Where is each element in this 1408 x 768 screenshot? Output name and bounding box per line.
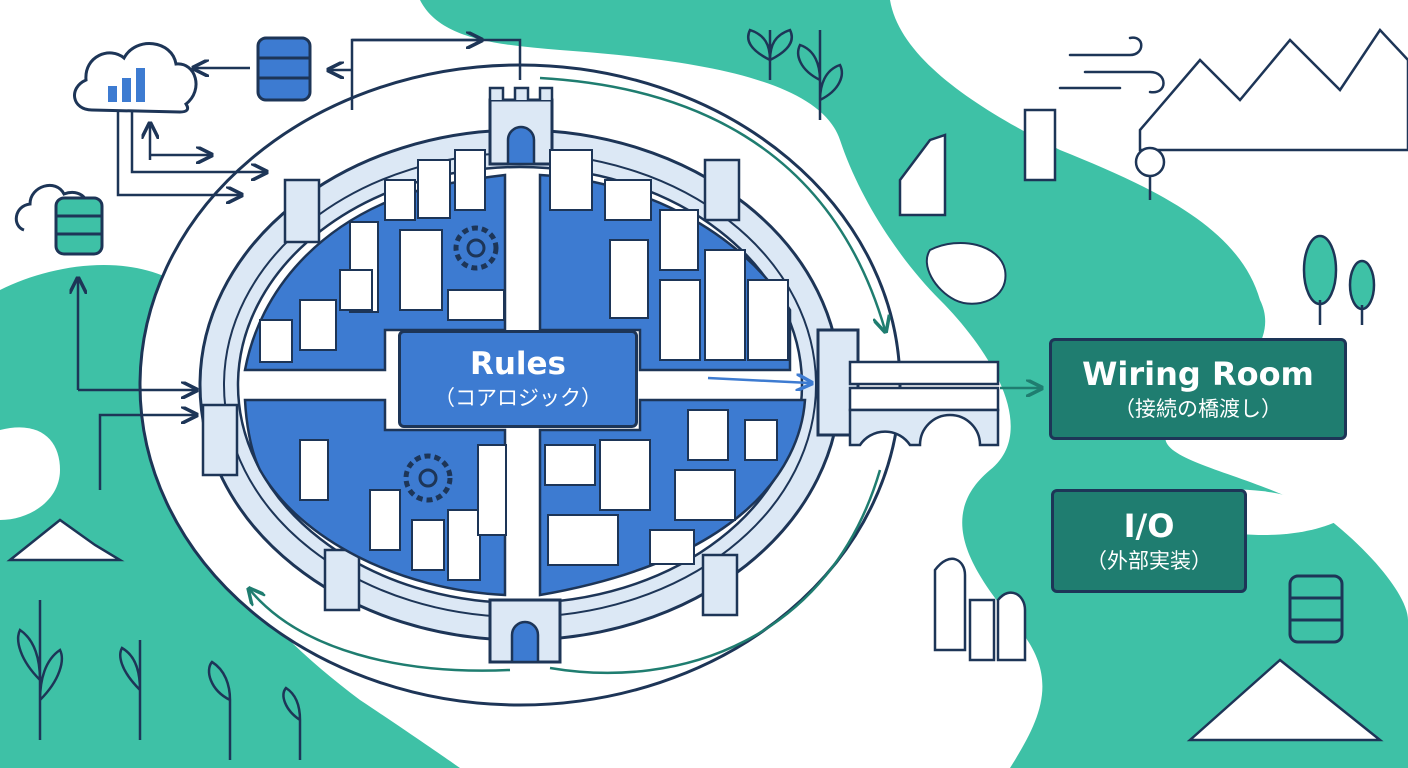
ruins xyxy=(898,108,1057,662)
wiring-room-label-box: Wiring Room （接続の橋渡し） xyxy=(1049,338,1347,440)
io-subtitle: （外部実装） xyxy=(1086,548,1212,573)
wind-icon xyxy=(1058,36,1165,94)
io-label-box: I/O （外部実装） xyxy=(1051,489,1247,593)
mountain-icon xyxy=(6,518,125,562)
wall-towers xyxy=(201,158,741,617)
cloud-chart-icon xyxy=(73,42,198,114)
rules-title: Rules xyxy=(469,345,567,382)
rules-subtitle: （コアロジック） xyxy=(434,386,602,411)
plants xyxy=(16,28,844,760)
wiring-room-title: Wiring Room xyxy=(1082,355,1314,393)
gear-icon xyxy=(403,225,499,503)
connector-lines xyxy=(78,40,522,490)
bridge-icon xyxy=(707,360,1040,447)
castle-gate-bottom xyxy=(488,598,562,664)
mountain-icon xyxy=(1138,27,1408,742)
city-buildings xyxy=(259,149,789,581)
database-icon xyxy=(256,36,312,102)
rules-label-box: Rules （コアロジック） xyxy=(398,330,638,428)
database-icon xyxy=(1288,574,1344,644)
tree-icon xyxy=(1134,146,1376,325)
cloud-database-icon xyxy=(14,183,104,256)
wiring-room-subtitle: （接続の橋渡し） xyxy=(1114,396,1282,421)
io-title: I/O xyxy=(1123,507,1175,545)
castle-gate-top xyxy=(488,86,554,166)
